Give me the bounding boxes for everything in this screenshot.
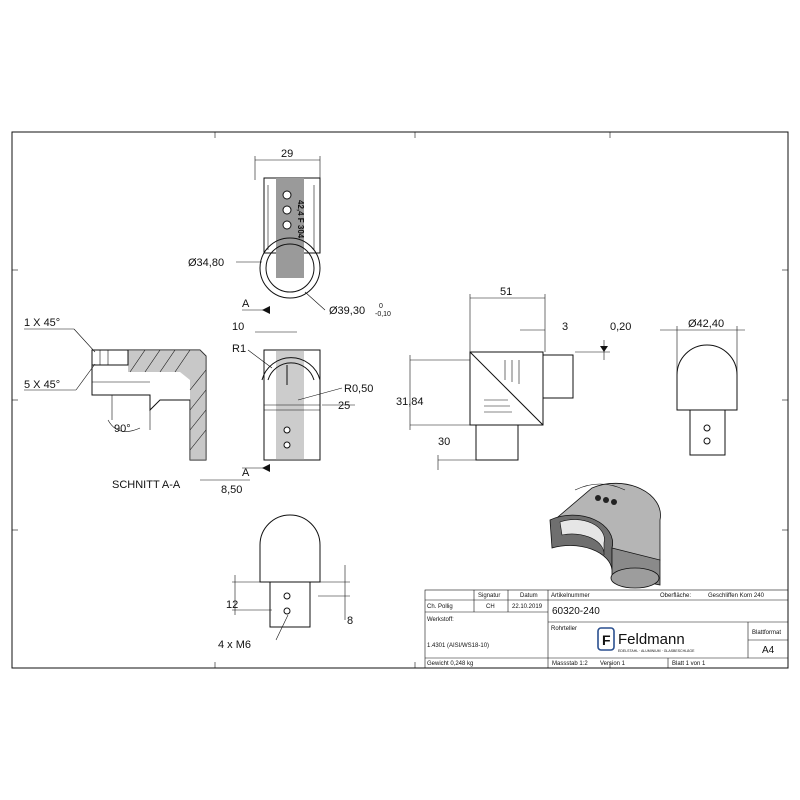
hole-icon — [282, 205, 292, 215]
dim-25: 25 — [338, 400, 350, 412]
tb-article-no: 60320-240 — [552, 606, 600, 617]
dim-51: 51 — [500, 286, 512, 298]
engraving-text: 42,4 F 304 — [296, 200, 305, 239]
hole-icon — [282, 220, 292, 230]
dim-dia-3930-tol-lower: -0,10 — [375, 311, 391, 318]
tb-brand-tagline: EDELSTAHL · ALUMINIUM · GLASBESCHLÄGE — [618, 649, 695, 653]
section-marker-top: A — [242, 298, 250, 310]
tb-sheet: Blatt 1 von 1 — [672, 661, 706, 667]
dim-dia-3930-tol-upper: 0 — [379, 303, 383, 310]
isometric-view — [549, 482, 661, 589]
tb-surface-label: Oberfläche: — [660, 593, 691, 599]
tb-date-label: Datum — [520, 593, 538, 599]
svg-text:F: F — [602, 632, 611, 648]
tb-surface-value: Geschliffen Korn 240 — [708, 593, 765, 599]
title-block — [424, 589, 789, 669]
hole-icon — [282, 190, 292, 200]
section-view-front: A A 10 R1 R0,50 25 8,50 — [200, 298, 373, 496]
side-view-elbow: 51 3 0,20 31,84 30 — [396, 286, 631, 470]
tb-initials: CH — [486, 604, 495, 610]
dim-020: 0,20 — [610, 321, 631, 333]
tb-material-value: 1.4301 (AISI/WS18-10) — [427, 643, 489, 649]
dim-chamfer-5x45: 5 X 45° — [24, 379, 60, 391]
dim-thread: 4 x M6 — [218, 639, 251, 651]
tb-sign-label: Signatur — [478, 593, 500, 599]
dim-dia-4240: Ø42,40 — [688, 318, 724, 330]
dim-3: 3 — [562, 321, 568, 333]
tb-brand: Feldmann — [618, 631, 685, 648]
tb-drawn-by: Ch. Pollig — [427, 604, 453, 610]
tb-format-label: Blattformat — [752, 630, 781, 636]
dim-angle-90: 90° — [114, 423, 131, 435]
frame-ticks — [12, 132, 788, 668]
bottom-view: 12 8 4 x M6 — [218, 514, 353, 651]
section-view-left: 1 X 45° 5 X 45° 90° SCHNITT A-A — [24, 317, 207, 491]
dim-dia-3930: Ø39,30 — [329, 305, 365, 317]
section-marker-bottom: A — [242, 467, 250, 479]
tb-date: 22.10.2019 — [512, 604, 543, 610]
tb-part-label: Rohrteller — [551, 626, 577, 632]
tb-version: Version 1 — [600, 661, 626, 667]
dim-850: 8,50 — [221, 484, 242, 496]
dim-chamfer-1x45: 1 X 45° — [24, 317, 60, 329]
hole-icon — [603, 497, 609, 503]
tb-material-label: Werkstoff: — [427, 617, 454, 623]
dim-r050: R0,50 — [344, 383, 373, 395]
dim-10: 10 — [232, 321, 244, 333]
hole-icon — [611, 499, 617, 505]
dim-12: 12 — [226, 599, 238, 611]
dim-dia-3480: Ø34,80 — [188, 257, 224, 269]
top-view: 29 42,4 F 304 Ø34,80 Ø39,30 0 -0,10 — [188, 148, 391, 318]
tb-format-value: A4 — [762, 645, 775, 656]
dim-r1: R1 — [232, 343, 246, 355]
dim-30: 30 — [438, 436, 450, 448]
feldmann-logo: F Feldmann EDELSTAHL · ALUMINIUM · GLASB… — [597, 627, 695, 653]
right-view: Ø42,40 — [660, 318, 745, 456]
tb-weight: Gewicht 0,248 kg — [427, 661, 473, 667]
tb-scale: Massstab 1:2 — [552, 661, 588, 667]
tb-art-label: Artikelnummer — [551, 593, 590, 599]
section-label: SCHNITT A-A — [112, 479, 181, 491]
dim-top-width: 29 — [281, 148, 293, 160]
dim-8: 8 — [347, 615, 353, 627]
hole-icon — [595, 495, 601, 501]
